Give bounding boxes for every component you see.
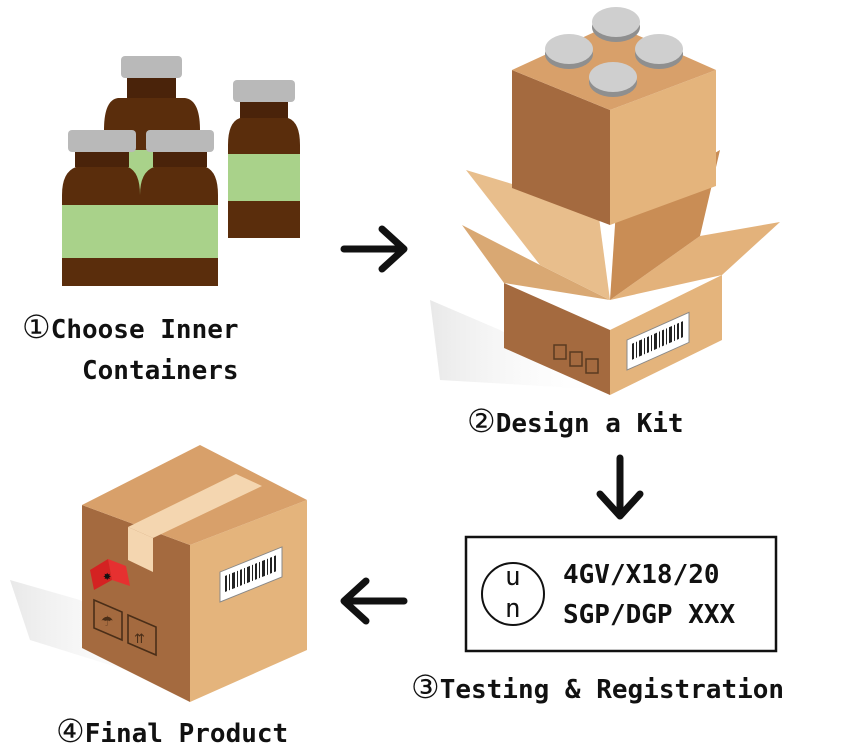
flap-back-left [466,170,610,300]
handling-marks [553,344,599,374]
step1-line2: Containers [82,356,239,386]
svg-text:⇈: ⇈ [134,632,145,647]
tape-top [128,474,262,538]
kit-box-icon [430,7,780,395]
step4-text: Final Product [84,719,289,749]
hazard-label-icon: ✸ [90,559,130,590]
arrow-down-icon [596,454,644,520]
flap-left [462,225,610,300]
step1-label-line2: Containers [82,350,239,392]
lower-box-side [504,283,610,395]
step4-number: ④ [56,712,85,750]
tape-side [128,527,153,572]
step3-text: Testing & Registration [439,675,785,705]
step2-number: ② [467,402,496,440]
un-code-line2: SGP/DGP XXX [563,600,736,630]
un-symbol-top: u [505,562,521,592]
svg-text:✸: ✸ [103,572,111,583]
vial-front-left [62,130,140,286]
step2-label: ②Design a Kit [467,400,684,445]
vial-caps [545,7,683,97]
vial-right [228,80,300,238]
step3-number: ③ [411,668,440,706]
step1-label: ①Choose Inner [22,306,239,351]
step4-label: ④Final Product [56,710,288,753]
arrow-left-icon [340,577,408,625]
step1-number: ① [22,308,51,346]
upper-box-front [610,70,716,225]
final-box-side [82,505,190,702]
step1-line1: Choose Inner [50,315,239,345]
svg-text:☂: ☂ [101,614,114,630]
flap-right [610,222,780,300]
step2-text: Design a Kit [495,409,684,439]
vial-front-right [140,130,218,286]
final-handling-marks: ☂ ⇈ [93,598,157,657]
arrow-right-icon [340,225,408,273]
step3-label: ③Testing & Registration [411,666,784,711]
final-box-icon: ✸ ☂ ⇈ [10,445,307,702]
un-code-line1: 4GV/X18/20 [563,560,720,590]
upper-box-side [512,70,610,225]
un-marking-panel [464,535,778,653]
vials-icon [62,56,300,286]
un-symbol-bottom: n [505,594,521,624]
